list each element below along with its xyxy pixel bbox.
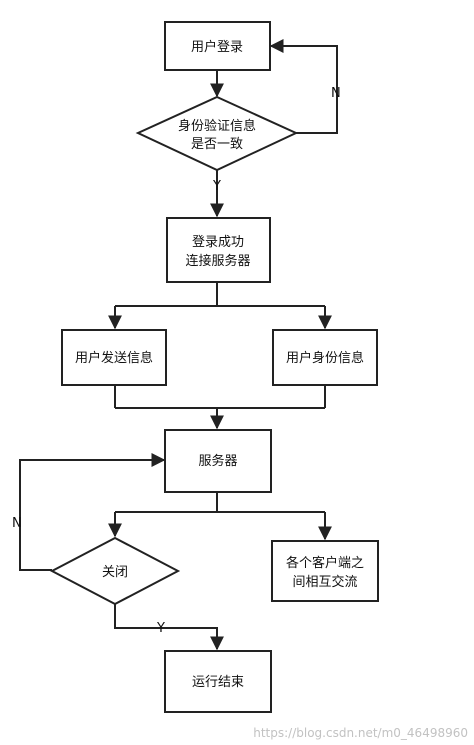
close-no-label: N <box>12 516 22 531</box>
end-label: 运行结束 <box>192 675 244 690</box>
edges <box>19 39 338 651</box>
verify-diamond <box>135 95 299 172</box>
identity-info-label: 用户身份信息 <box>286 350 364 366</box>
close-label: 关闭 <box>102 565 128 580</box>
node-success: 登录成功 连接服务器 <box>166 217 271 283</box>
node-verify: 身份验证信息 是否一致 <box>135 95 299 172</box>
verify-label-line2: 是否一致 <box>191 137 243 152</box>
exchange-label-line2: 间相互交流 <box>292 574 357 590</box>
node-login: 用户登录 <box>164 21 271 71</box>
exchange-box <box>271 540 379 602</box>
verify-label-line1: 身份验证信息 <box>178 118 256 134</box>
server-box <box>164 429 272 493</box>
verify-yes-label: Y <box>212 179 221 194</box>
node-exchange: 各个客户端之 间相互交流 <box>271 540 379 602</box>
send-info-label: 用户发送信息 <box>75 350 153 366</box>
verify-no-label: N <box>331 86 341 101</box>
node-identity-info: 用户身份信息 <box>272 329 378 386</box>
node-server: 服务器 <box>164 429 272 493</box>
edge-verify-login-no <box>269 39 338 134</box>
close-yes-label: Y <box>156 621 165 636</box>
identity-info-box <box>272 329 378 386</box>
close-diamond <box>49 536 181 606</box>
login-box <box>164 21 271 71</box>
success-label-line2: 连接服务器 <box>185 253 250 269</box>
edge-close-end-yes <box>114 604 224 651</box>
success-box <box>166 217 271 283</box>
send-info-box <box>61 329 167 386</box>
node-close: 关闭 <box>49 536 181 606</box>
node-end: 运行结束 <box>164 650 272 713</box>
success-label-line1: 登录成功 <box>192 235 244 250</box>
watermark: https://blog.csdn.net/m0_46498960 <box>253 726 468 740</box>
edge-close-server-no <box>19 453 166 571</box>
exchange-label-line1: 各个客户端之 <box>286 555 364 571</box>
login-label: 用户登录 <box>191 39 243 55</box>
server-label: 服务器 <box>198 453 237 469</box>
node-send-info: 用户发送信息 <box>61 329 167 386</box>
end-box <box>164 650 272 713</box>
